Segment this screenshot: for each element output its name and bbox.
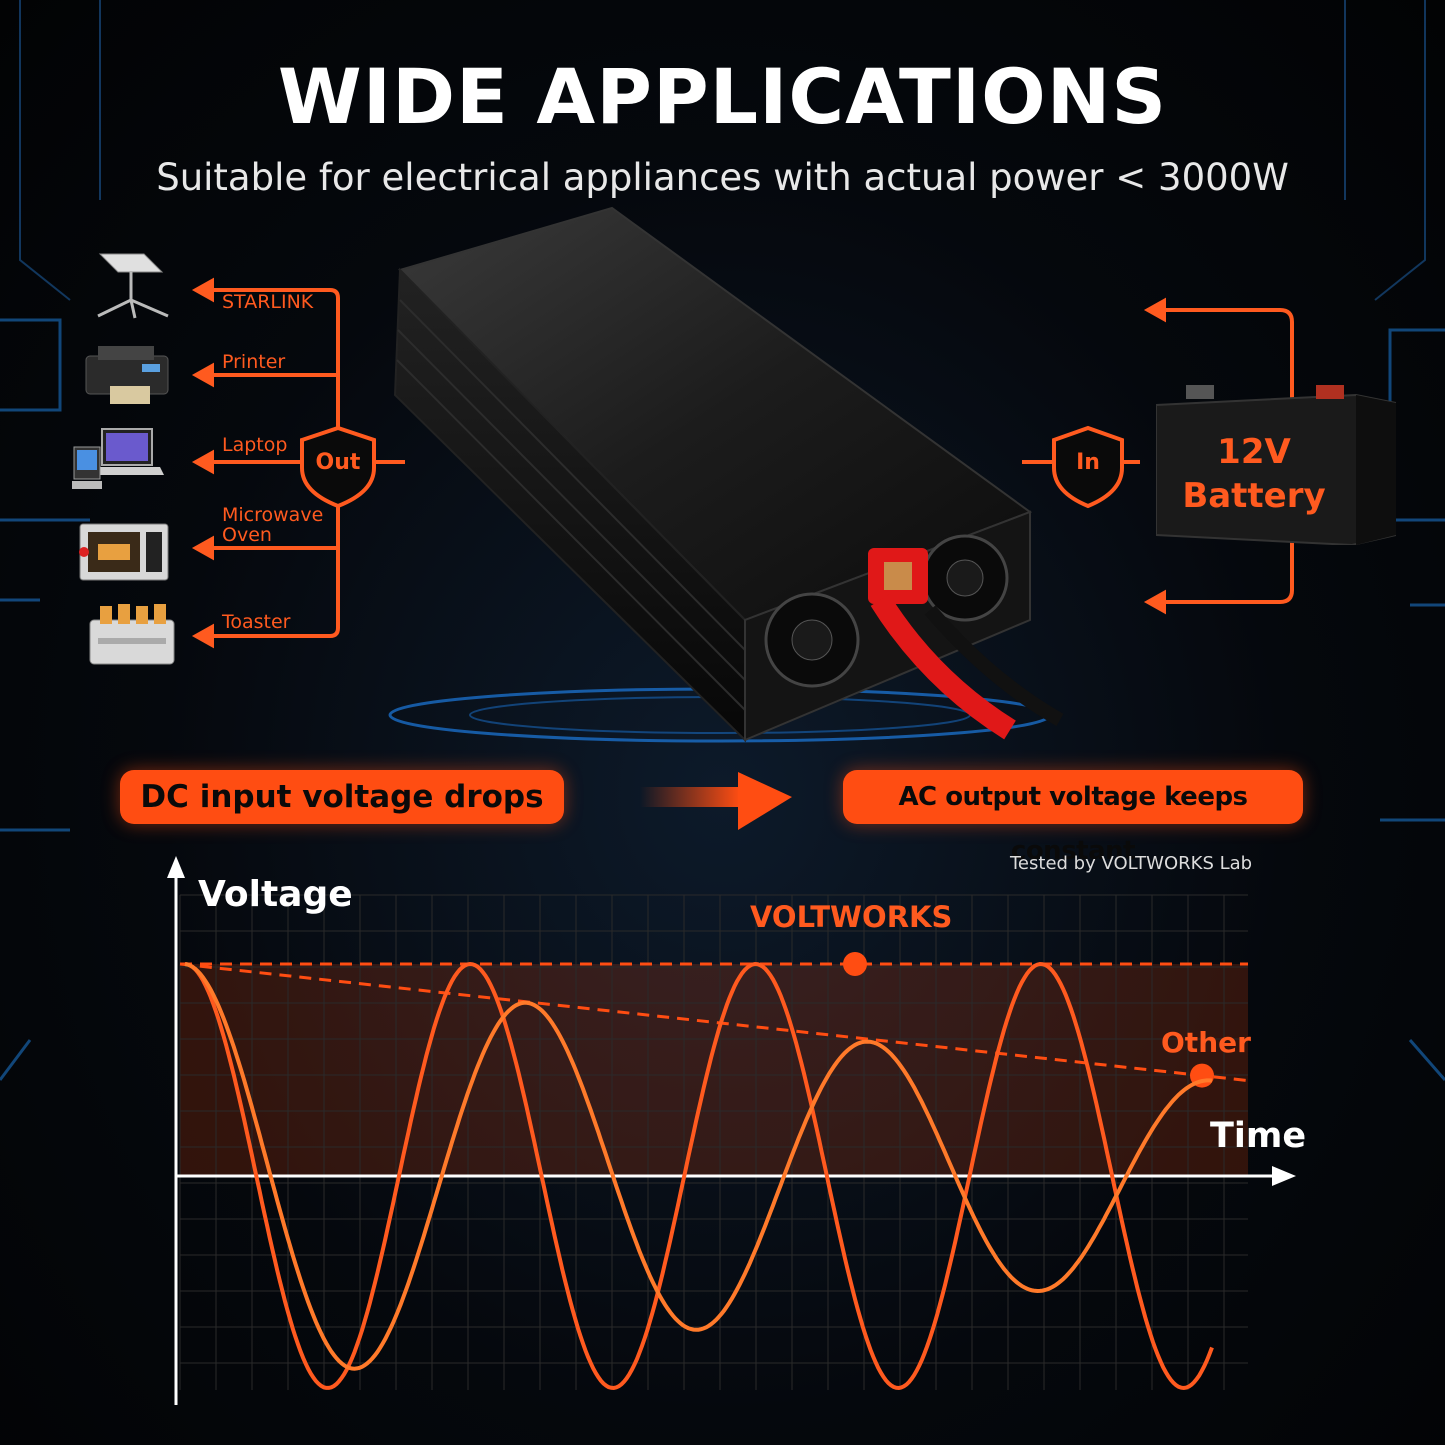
voltworks-marker [843, 952, 867, 976]
toaster-icon [89, 604, 175, 665]
printer-icon [85, 346, 169, 404]
chart-note: Tested by VOLTWORKS Lab [1010, 853, 1253, 874]
in-shield-label: In [1076, 450, 1100, 475]
page-subtitle: Suitable for electrical appliances with … [156, 156, 1289, 199]
app-label-printer: Printer [222, 351, 286, 373]
chart-fill-area [180, 964, 1248, 1176]
ac-output-pill: AC output voltage keeps constant [843, 770, 1303, 866]
series-label-other: Other [1161, 1026, 1251, 1059]
app-label-toaster: Toaster [222, 611, 291, 633]
series-line-voltworks [184, 961, 1214, 1391]
app-label-microwave-line2: Oven [222, 524, 272, 546]
out-shield-label: Out [315, 450, 361, 475]
y-axis-arrow [167, 856, 185, 878]
laptop-icon [72, 428, 164, 489]
app-label-starlink: STARLINK [222, 291, 314, 313]
app-label-microwave-line1: Microwave [222, 504, 324, 526]
app-label-laptop: Laptop [222, 434, 288, 456]
dc-input-pill: DC input voltage drops [120, 770, 564, 824]
chart-ylabel: Voltage [198, 874, 353, 915]
battery-voltage: 12V [1217, 432, 1291, 472]
x-axis-arrow [1272, 1166, 1296, 1186]
satellite-dish-icon [97, 253, 169, 319]
microwave-icon [79, 523, 169, 581]
series-line-other [184, 962, 1213, 1371]
series-label-voltworks: VOLTWORKS [750, 900, 953, 934]
chart-xlabel: Time [1210, 1116, 1307, 1156]
page-title: WIDE APPLICATIONS [277, 52, 1168, 141]
app-label-microwave: Microwave Oven [222, 505, 323, 545]
battery-word: Battery [1182, 476, 1326, 516]
battery-label: 12V Battery [1156, 430, 1352, 518]
battery-icon [1156, 385, 1396, 545]
